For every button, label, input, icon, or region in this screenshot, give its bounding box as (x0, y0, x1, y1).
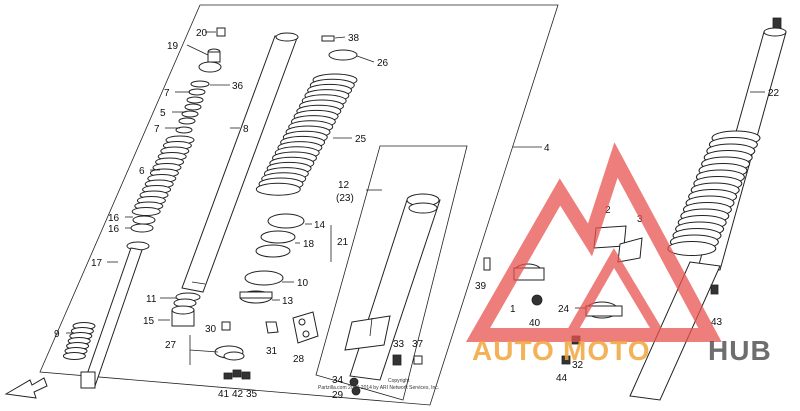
label-40: 40 (529, 318, 541, 329)
assembly-frame (39, 4, 559, 406)
copyright-notice: Copyright Partzilla.com 2004-2014 by ARI… (318, 378, 439, 391)
spacer-washers (175, 80, 210, 134)
fork-slider-frame (315, 145, 468, 401)
label-43: 43 (711, 317, 723, 328)
label-24: 24 (558, 304, 570, 315)
label-35: 35 (246, 389, 258, 400)
label-27: 27 (165, 340, 177, 351)
label-32: 32 (572, 360, 584, 371)
boot-band (321, 35, 358, 61)
label-10: 10 (297, 278, 309, 289)
watermark-hub: HUB (708, 335, 772, 366)
slide-bushing (171, 305, 195, 327)
rebound-spring (62, 322, 96, 360)
autohub-logo-icon (465, 142, 722, 342)
leader-lines (66, 31, 765, 365)
label-5: 5 (160, 108, 166, 119)
label-12: 12 (338, 180, 350, 191)
label-41: 41 (218, 389, 230, 400)
drain-bolts (349, 354, 423, 396)
assembly-dust-boot (667, 130, 761, 256)
fork-slider (344, 193, 441, 381)
label-29: 29 (332, 390, 344, 401)
label-8: 8 (243, 124, 249, 135)
label-11: 11 (146, 294, 157, 305)
label-20: 20 (196, 28, 208, 39)
label-18: 18 (303, 239, 315, 250)
label-25: 25 (355, 134, 367, 145)
label-3: 3 (637, 214, 643, 225)
damper-rod (80, 247, 143, 389)
label-31: 31 (266, 346, 278, 357)
label-37: 37 (412, 339, 424, 350)
part-number-labels: 20 19 36 7 5 7 8 6 16 16 17 9 11 15 38 2… (54, 28, 780, 401)
label-28: 28 (293, 354, 305, 365)
label-9: 9 (54, 329, 60, 340)
oil-seal (173, 292, 201, 308)
damper-rings (126, 215, 156, 251)
watermark-auto: AUTO (472, 335, 555, 366)
label-7b: 7 (154, 124, 160, 135)
label-34: 34 (332, 375, 344, 386)
watermark-text: AUTO MOTO HUB (472, 335, 772, 366)
label-26: 26 (377, 58, 389, 69)
label-21: 21 (337, 237, 349, 248)
label-15: 15 (143, 316, 155, 327)
fork-spring (131, 135, 195, 216)
label-13: 13 (282, 296, 294, 307)
label-17: 17 (91, 258, 103, 269)
watermark-moto: MOTO (563, 335, 650, 366)
axle-holder (292, 311, 319, 344)
label-36: 36 (232, 81, 244, 92)
label-19: 19 (167, 41, 179, 52)
label-16a: 16 (108, 213, 120, 224)
label-39: 39 (475, 281, 487, 292)
label-2: 2 (605, 205, 611, 216)
label-38: 38 (348, 33, 360, 44)
label-42: 42 (232, 389, 244, 400)
label-16b: 16 (108, 224, 120, 235)
label-6: 6 (139, 166, 145, 177)
label-1: 1 (510, 304, 516, 315)
label-7a: 7 (164, 88, 170, 99)
fork-tube (181, 32, 299, 293)
label-12b: (23) (336, 193, 354, 204)
front-arrow-icon (4, 377, 48, 399)
label-14: 14 (314, 220, 326, 231)
copyright-line2: Partzilla.com 2004-2014 by ARI Network S… (318, 385, 439, 391)
label-4: 4 (544, 143, 550, 154)
bolts-and-brackets (214, 321, 279, 380)
label-30: 30 (205, 324, 217, 335)
label-44: 44 (556, 373, 568, 384)
copyright-line1: Copyright (388, 378, 410, 384)
seal-rings (239, 213, 305, 304)
label-33: 33 (393, 339, 405, 350)
label-22: 22 (768, 88, 780, 99)
fork-cap-bolt (198, 27, 226, 73)
dust-boot (255, 73, 358, 196)
